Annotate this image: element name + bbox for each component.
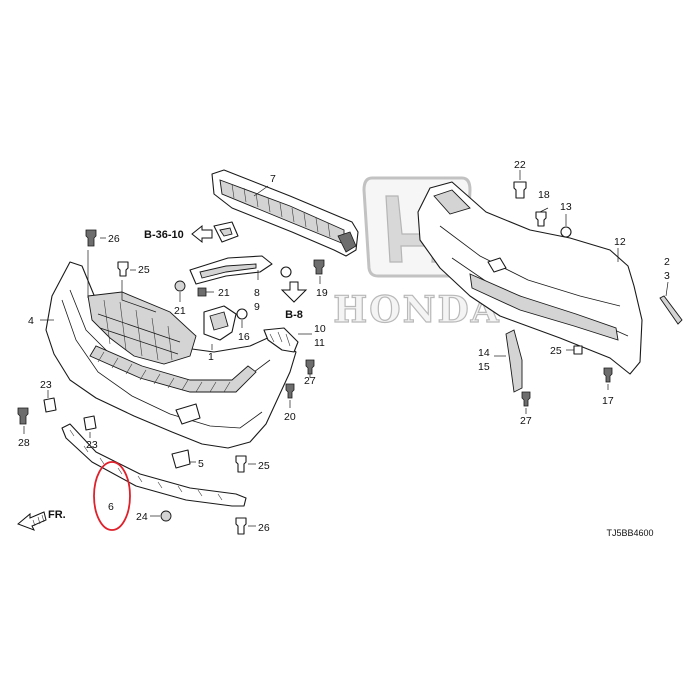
callout-4: 4	[28, 315, 34, 327]
callout-20: 20	[284, 411, 296, 423]
callout-25: 25	[550, 345, 562, 357]
callout-1: 1	[208, 351, 214, 363]
callout-22: 22	[514, 159, 526, 171]
highlight-ring	[93, 461, 131, 531]
bolt-25c	[573, 345, 583, 355]
callout-11: 11	[314, 337, 325, 349]
bolt-26b	[235, 517, 247, 535]
front-direction-label: FR.	[48, 509, 66, 521]
callout-24: 24	[136, 511, 148, 523]
callout-21: 21	[174, 305, 186, 317]
part-1-cover	[203, 305, 237, 341]
figure-code: TJ5BB4600	[606, 528, 653, 538]
part-7-upper-beam	[211, 169, 359, 257]
part-14-15-reflector	[505, 329, 523, 393]
callout-19: 19	[316, 287, 328, 299]
bolt-22	[513, 181, 527, 199]
callout-23: 23	[40, 379, 52, 391]
callout-12: 12	[614, 236, 626, 248]
clip-16	[236, 308, 248, 320]
bolt-24	[160, 510, 172, 522]
part-5-cover	[171, 449, 191, 469]
reference-b8: B-8	[280, 281, 308, 321]
bolt-19	[313, 259, 325, 275]
bolt-26a	[85, 229, 97, 247]
bolt-25a	[117, 261, 129, 277]
callout-26: 26	[108, 233, 120, 245]
callout-25: 25	[258, 460, 270, 472]
bolt-25b	[235, 455, 247, 473]
callout-26: 26	[258, 522, 270, 534]
callout-labels: 7 26 25 21 21 8 9 19 16 4 1 10 11 27 20 …	[18, 159, 670, 534]
callout-13: 13	[560, 201, 572, 213]
bolt-27a	[305, 359, 315, 375]
part-8-9-bracket	[189, 255, 273, 285]
callout-5: 5	[198, 458, 204, 470]
part-23-clips	[43, 397, 97, 431]
callout-8: 8	[254, 287, 260, 299]
callout-14: 14	[478, 347, 490, 359]
callout-28: 28	[18, 437, 30, 449]
callout-9: 9	[254, 301, 260, 313]
callout-6: 6	[108, 501, 114, 513]
bolt-27b	[521, 391, 531, 407]
callout-3: 3	[664, 270, 670, 282]
callout-16: 16	[238, 331, 250, 343]
reference-b8-label: B-8	[285, 309, 303, 321]
nut-13	[560, 226, 572, 238]
callout-18: 18	[538, 189, 550, 201]
callout-15: 15	[478, 361, 490, 373]
callout-27: 27	[304, 375, 316, 387]
callout-10: 10	[314, 323, 326, 335]
bolt-21a	[174, 280, 186, 292]
fasteners	[17, 181, 613, 535]
bolt-20	[285, 383, 295, 399]
callout-17: 17	[602, 395, 614, 407]
callout-23: 23	[86, 439, 98, 451]
part-6-lower-lip	[61, 423, 247, 507]
bolt-18	[535, 211, 547, 227]
callout-7: 7	[270, 173, 276, 185]
part-2-3-side-strip	[659, 295, 683, 325]
part-12-rear-bumper	[417, 181, 643, 375]
leader-lines	[23, 170, 669, 527]
bolt-17	[603, 367, 613, 383]
callout-2: 2	[664, 256, 670, 268]
reference-b36: B-36-10	[144, 221, 239, 244]
bolt-21b	[197, 287, 207, 297]
upper-bumper-bracket	[87, 291, 197, 365]
callout-21: 21	[218, 287, 230, 299]
reference-b36-label: B-36-10	[144, 229, 184, 241]
bolt-9	[280, 266, 292, 278]
callout-27: 27	[520, 415, 532, 427]
front-direction-indicator: FR.	[17, 509, 66, 531]
bolt-28	[17, 407, 29, 425]
callout-25: 25	[138, 264, 150, 276]
part-10-11-bracket	[263, 327, 299, 353]
